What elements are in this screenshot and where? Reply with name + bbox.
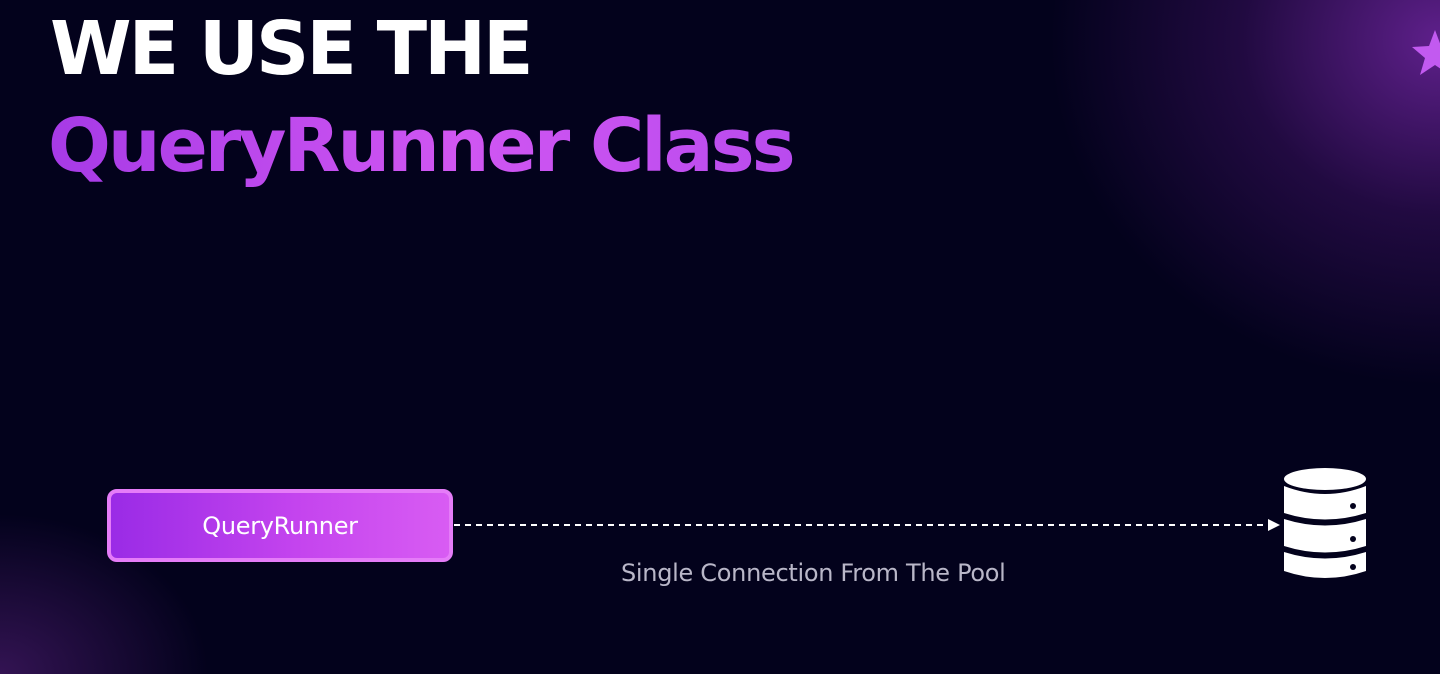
star-icon bbox=[1412, 30, 1440, 75]
queryrunner-node[interactable]: QueryRunner bbox=[107, 489, 453, 562]
title-line-2: QueryRunner Class bbox=[48, 96, 796, 196]
connection-label: Single Connection From The Pool bbox=[621, 559, 1006, 587]
connection-arrow bbox=[454, 519, 1280, 531]
database-icon bbox=[1284, 468, 1366, 578]
queryrunner-node-label: QueryRunner bbox=[202, 511, 358, 540]
title-line-1: WE USE THE bbox=[50, 6, 534, 92]
